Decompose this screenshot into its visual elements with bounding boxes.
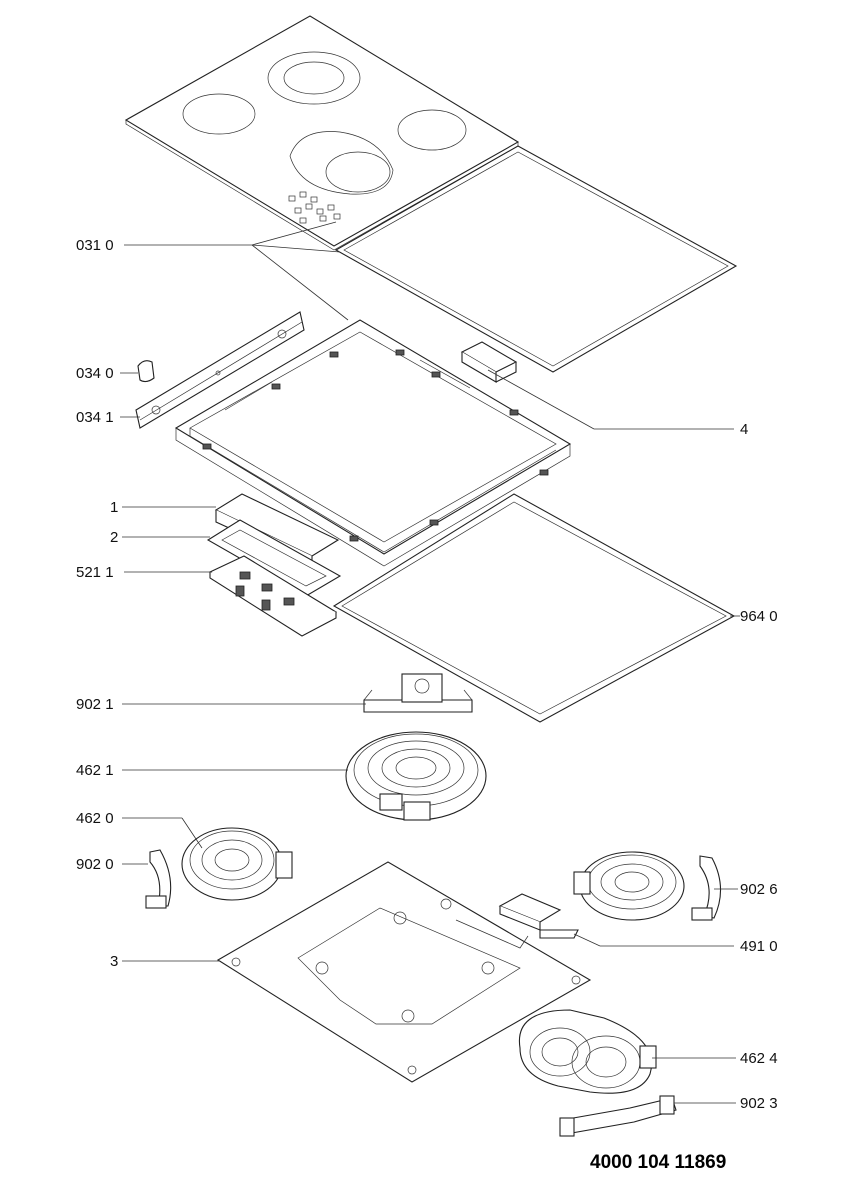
side-rail	[135, 311, 305, 429]
main-frame	[174, 319, 572, 567]
callout-4621: 462 1	[76, 762, 114, 779]
callout-2: 2	[110, 529, 118, 546]
base-plate	[216, 861, 592, 1083]
callout-0340: 034 0	[76, 365, 114, 382]
heater-bracket-top	[363, 673, 473, 713]
heater-bracket-left	[145, 849, 172, 909]
bracket	[460, 341, 518, 383]
callout-9021: 902 1	[76, 696, 114, 713]
leader-lines	[120, 221, 740, 1104]
glass-ceramic-top	[124, 15, 520, 251]
callout-9026: 902 6	[740, 881, 778, 898]
callout-1: 1	[110, 499, 118, 516]
frame-seal	[334, 145, 738, 373]
callout-9640: 964 0	[740, 608, 778, 625]
callout-4: 4	[740, 421, 748, 438]
control-board	[208, 555, 338, 637]
touch-control-keys	[288, 191, 341, 224]
part-number: 4000 104 11869	[590, 1152, 726, 1173]
radiant-heater-left	[181, 827, 293, 901]
callout-3: 3	[110, 953, 118, 970]
callout-0310: 031 0	[76, 237, 114, 254]
callout-4910: 491 0	[740, 938, 778, 955]
radiant-heater-large	[345, 731, 487, 821]
callout-4620: 462 0	[76, 810, 114, 827]
callout-0341: 034 1	[76, 409, 114, 426]
callout-9020: 902 0	[76, 856, 114, 873]
callout-4624: 462 4	[740, 1050, 778, 1067]
callout-5211: 521 1	[76, 564, 114, 581]
callout-9023: 902 3	[740, 1095, 778, 1112]
clip	[137, 360, 155, 383]
heater-bracket-right	[691, 855, 722, 921]
heater-bracket-bottom	[559, 1095, 677, 1137]
temperature-limiter	[498, 893, 579, 939]
radiant-heater-right	[573, 851, 685, 921]
radiant-heater-dual	[518, 1009, 657, 1094]
